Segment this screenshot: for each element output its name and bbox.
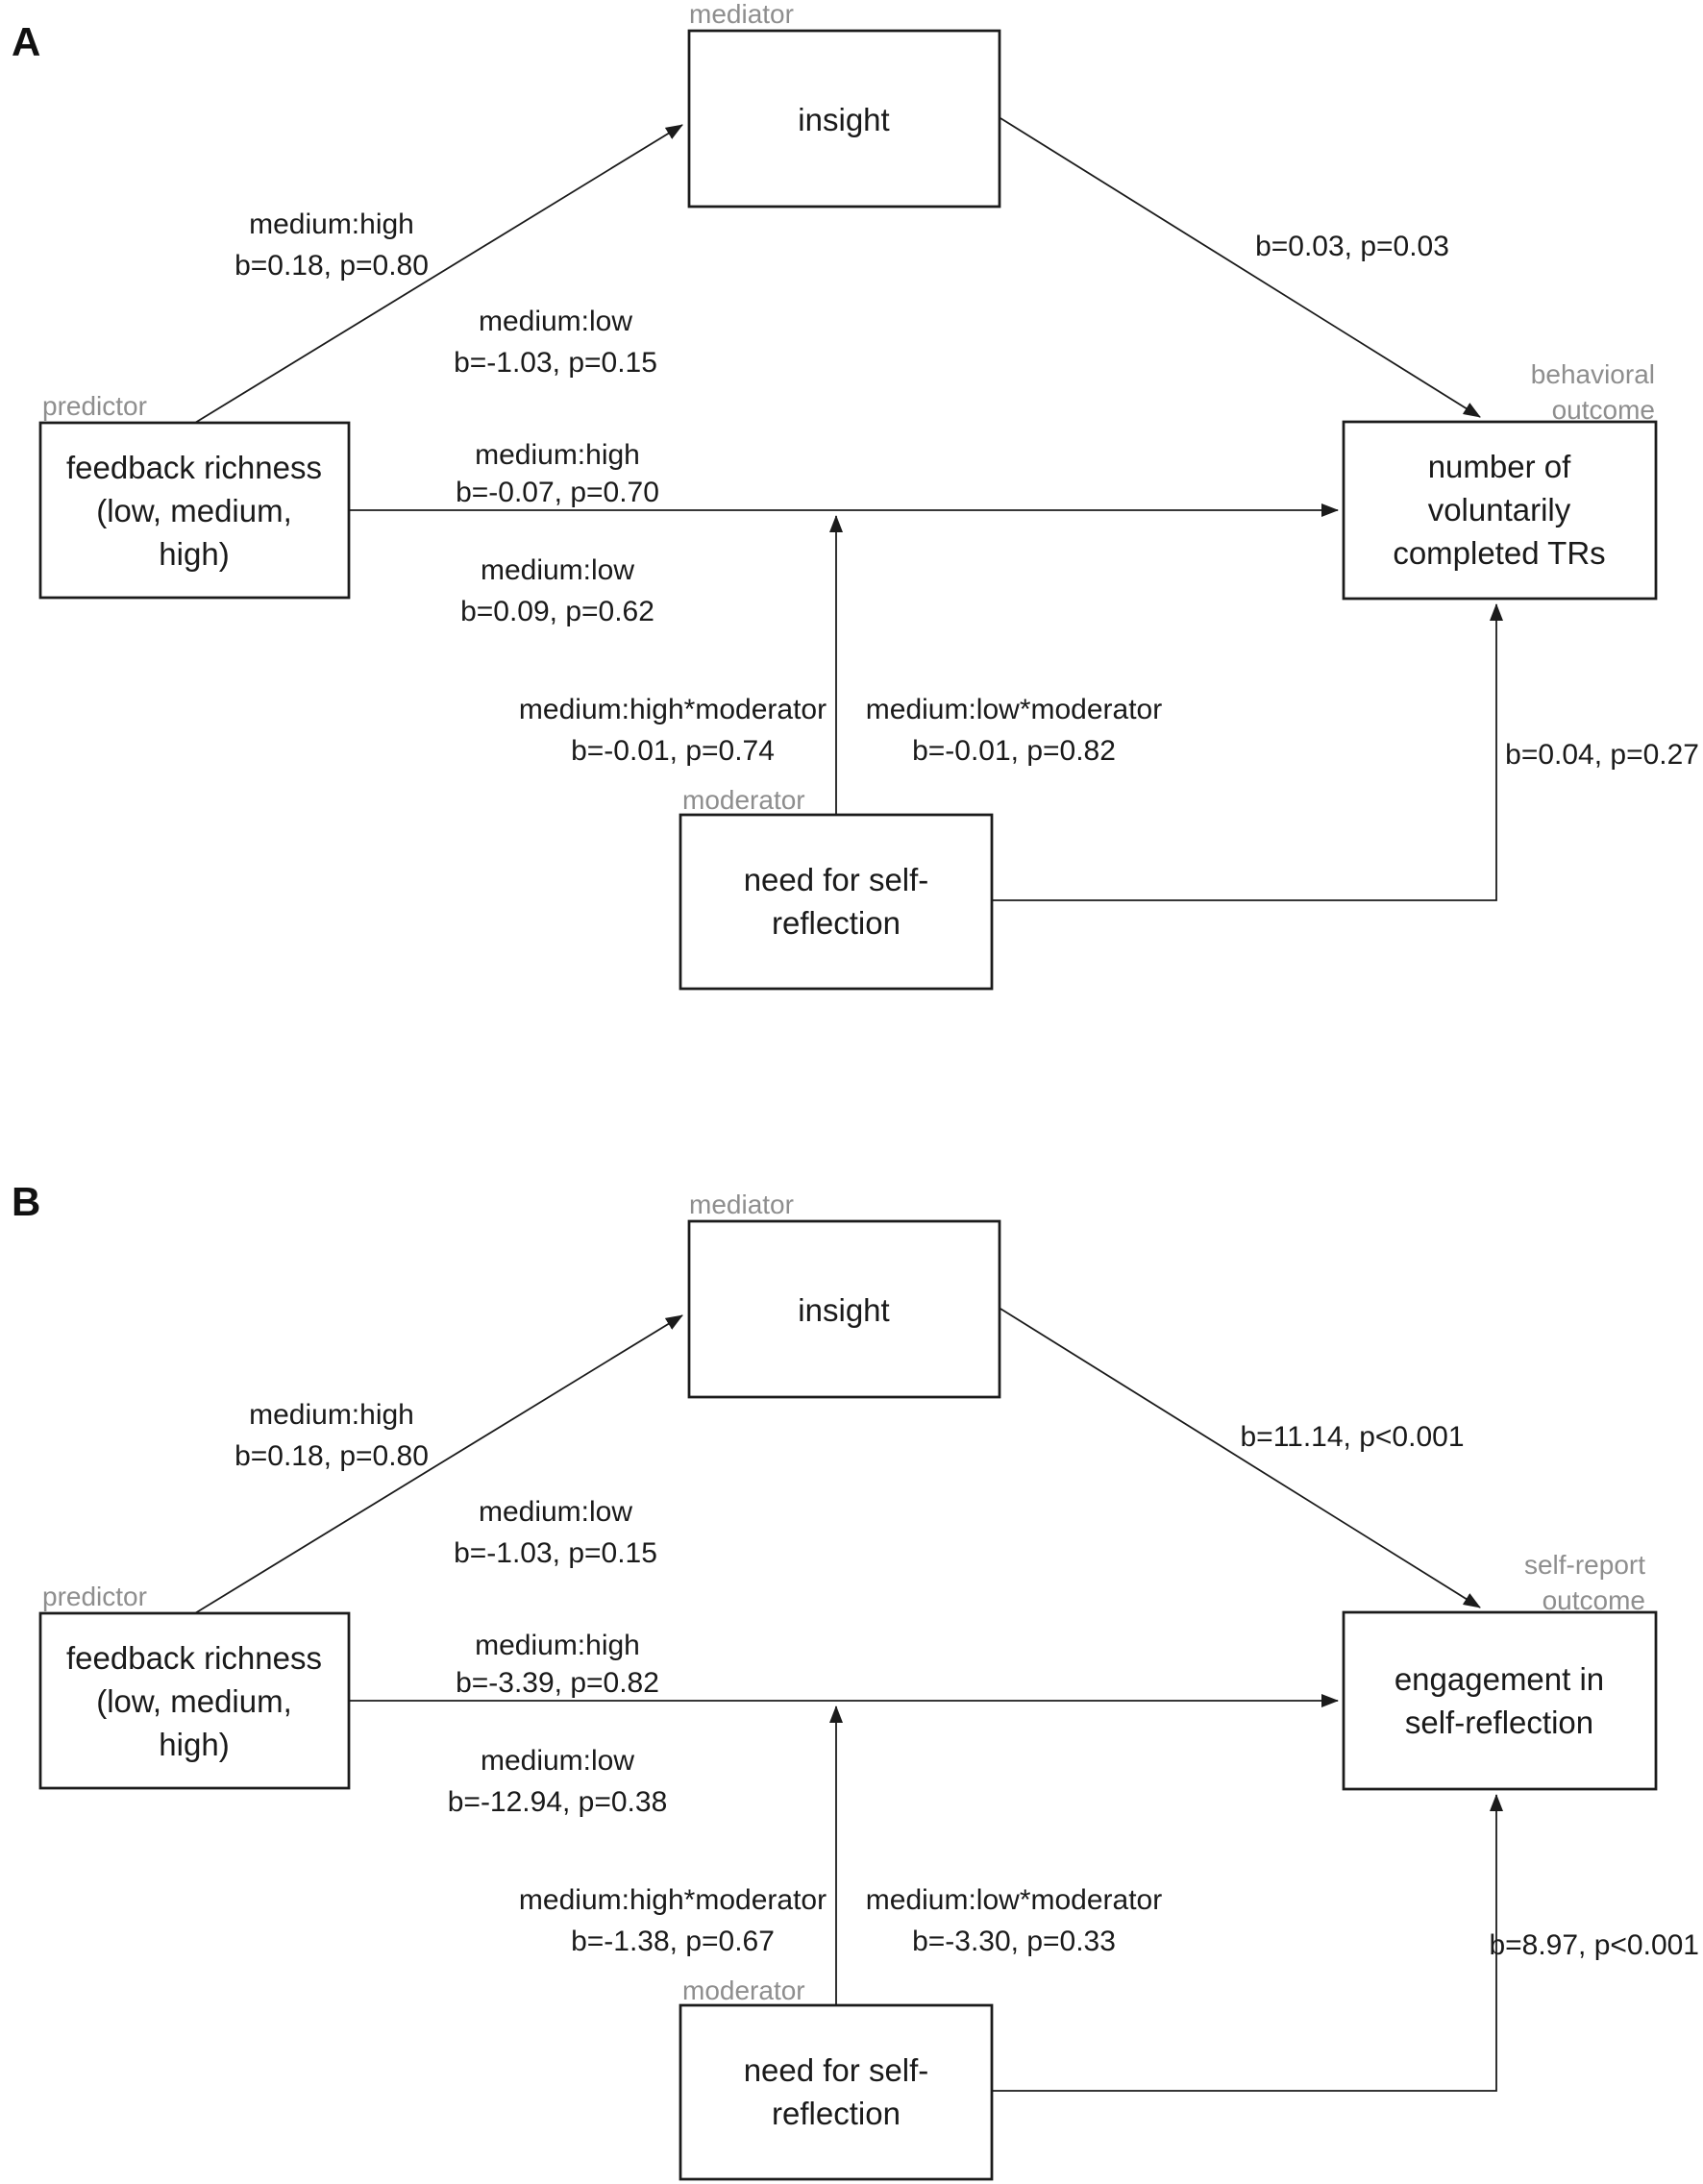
predictor-box [38, 1611, 351, 1790]
moderator-role-label: moderator [682, 785, 805, 815]
predictor-box-line2: (low, medium, [96, 493, 292, 528]
arrow-predictor-to-mediator [194, 124, 683, 424]
mediator-role-label: mediator [689, 1190, 794, 1219]
moderator-box-line2: reflection [772, 2096, 901, 2131]
label-interaction-low-line2: b=-3.30, p=0.33 [912, 1926, 1116, 1957]
label-pred-med-low-line1: medium:low [479, 1496, 632, 1528]
moderator-box-line1: need for self- [744, 862, 929, 897]
mediator-box [687, 1219, 1001, 1399]
outcome-box-line1: engagement in [1394, 1661, 1604, 1697]
label-pred-med-high-line1: medium:high [249, 209, 414, 240]
outcome-box-line2: self-reflection [1405, 1705, 1593, 1740]
label-moderator-direct: b=0.04, p=0.27 [1505, 739, 1699, 771]
label-interaction-high-line2: b=-1.38, p=0.67 [571, 1926, 775, 1957]
predictor-box-line1: feedback richness [66, 450, 322, 485]
label-med-out: b=0.03, p=0.03 [1255, 231, 1449, 262]
label-direct-low-line2: b=-12.94, p=0.38 [448, 1786, 668, 1818]
label-direct-high-line1: medium:high [475, 439, 640, 471]
mediator-box-label: insight [798, 1292, 889, 1328]
label-pred-med-high-line2: b=0.18, p=0.80 [234, 250, 429, 282]
predictor-box-line3: high) [159, 1727, 229, 1762]
mediator-role-label: mediator [689, 0, 794, 29]
arrow-mediator-to-outcome [1000, 117, 1481, 418]
outcome-box [1342, 420, 1658, 601]
predictor-box [38, 421, 351, 600]
label-direct-high-line2: b=-0.07, p=0.70 [456, 477, 659, 508]
moderator-box [679, 2003, 994, 2181]
label-pred-med-high-line2: b=0.18, p=0.80 [234, 1440, 429, 1472]
label-direct-high-line2: b=-3.39, p=0.82 [456, 1667, 659, 1699]
label-pred-med-low-line1: medium:low [479, 306, 632, 337]
label-pred-med-high-line1: medium:high [249, 1399, 414, 1431]
predictor-box-line1: feedback richness [66, 1640, 322, 1676]
outcome-role-label-line2: outcome [1543, 1585, 1645, 1615]
outcome-box [1342, 1610, 1658, 1791]
predictor-box-line2: (low, medium, [96, 1683, 292, 1719]
label-moderator-direct: b=8.97, p<0.001 [1489, 1929, 1699, 1961]
label-interaction-high-line2: b=-0.01, p=0.74 [571, 735, 775, 767]
panel-b-letter: B [12, 1179, 40, 1224]
moderator-box-line2: reflection [772, 905, 901, 941]
label-pred-med-low-line2: b=-1.03, p=0.15 [454, 1537, 657, 1569]
outcome-box-line1: number of [1428, 449, 1571, 484]
outcome-box-line3: completed TRs [1393, 535, 1605, 571]
label-interaction-high-line1: medium:high*moderator [519, 1884, 827, 1916]
label-interaction-low-line2: b=-0.01, p=0.82 [912, 735, 1116, 767]
arrow-predictor-to-mediator [194, 1314, 683, 1614]
moderator-box-line1: need for self- [744, 2052, 929, 2088]
moderator-box [679, 813, 994, 991]
outcome-box-line2: voluntarily [1428, 492, 1571, 528]
outcome-role-label-line1: behavioral [1531, 359, 1655, 389]
label-direct-high-line1: medium:high [475, 1630, 640, 1661]
arrow-mediator-to-outcome [1000, 1308, 1481, 1608]
label-interaction-high-line1: medium:high*moderator [519, 694, 827, 725]
label-direct-low-line1: medium:low [481, 554, 634, 586]
mediator-box [687, 29, 1001, 209]
mediator-box-label: insight [798, 102, 889, 137]
panel-a: A mediator insight predictor feedback ri… [12, 0, 1699, 991]
label-direct-low-line2: b=0.09, p=0.62 [460, 596, 654, 627]
predictor-role-label: predictor [42, 391, 147, 421]
panel-a-letter: A [12, 19, 40, 64]
label-interaction-low-line1: medium:low*moderator [866, 694, 1162, 725]
outcome-role-label-line1: self-report [1524, 1550, 1645, 1580]
predictor-box-line3: high) [159, 536, 229, 572]
label-interaction-low-line1: medium:low*moderator [866, 1884, 1162, 1916]
label-med-out: b=11.14, p<0.001 [1241, 1421, 1465, 1453]
moderator-role-label: moderator [682, 1975, 805, 2005]
outcome-role-label-line2: outcome [1552, 395, 1655, 425]
label-direct-low-line1: medium:low [481, 1745, 634, 1777]
arrow-moderator-to-outcome [992, 1794, 1503, 2092]
label-pred-med-low-line2: b=-1.03, p=0.15 [454, 347, 657, 379]
predictor-role-label: predictor [42, 1582, 147, 1611]
panel-b: B mediator insight predictor feedback ri… [12, 1179, 1699, 2181]
arrow-moderator-to-outcome [992, 603, 1503, 901]
